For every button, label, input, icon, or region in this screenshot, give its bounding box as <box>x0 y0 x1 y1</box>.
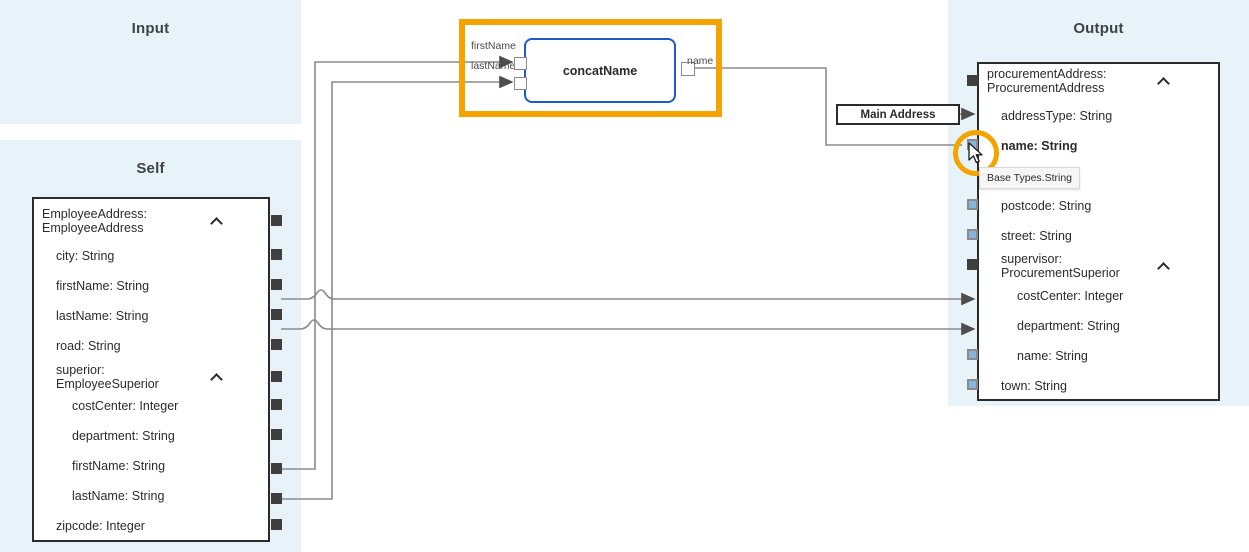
output-port-procurementaddress[interactable] <box>967 75 978 86</box>
output-row-procurementaddress[interactable]: procurementAddress: ProcurementAddress <box>977 67 1220 95</box>
tooltip-text: Base Types.String <box>987 172 1073 184</box>
output-row-label: department: String <box>1017 319 1120 333</box>
constant-node-main-address[interactable]: Main Address <box>836 104 960 125</box>
output-row-label: costCenter: Integer <box>1017 289 1124 303</box>
self-row-superior[interactable]: superior: EmployeeSuperior <box>32 363 270 391</box>
self-row-costcenter[interactable]: costCenter: Integer <box>32 399 270 427</box>
self-row-label: superior: EmployeeSuperior <box>56 363 159 391</box>
function-node-selection-highlight <box>459 19 722 117</box>
self-port-superior-firstname[interactable] <box>271 463 282 474</box>
self-port-city[interactable] <box>271 249 282 260</box>
output-port-town[interactable] <box>967 379 978 390</box>
self-row-superior-firstname[interactable]: firstName: String <box>32 459 270 487</box>
output-port-supervisor[interactable] <box>967 259 978 270</box>
output-port-street[interactable] <box>967 229 978 240</box>
self-structure-box[interactable] <box>32 197 270 542</box>
self-port-zipcode[interactable] <box>271 519 282 530</box>
output-port-supervisor-name[interactable] <box>967 349 978 360</box>
zone-output-title: Output <box>1073 20 1124 37</box>
self-port-superior-lastname[interactable] <box>271 493 282 504</box>
function-output-label-name: name <box>687 55 714 67</box>
self-port-employeeaddress[interactable] <box>271 215 282 226</box>
output-row-supervisor-name[interactable]: name: String <box>977 349 1220 377</box>
chevron-up-icon[interactable] <box>1157 259 1171 273</box>
zone-self-title: Self <box>136 160 165 177</box>
output-row-label: town: String <box>1001 379 1068 393</box>
output-row-label: procurementAddress: ProcurementAddress <box>987 67 1107 95</box>
self-port-superior[interactable] <box>271 371 282 382</box>
output-row-label: supervisor: ProcurementSuperior <box>1001 252 1120 280</box>
self-row-label: department: String <box>72 429 175 443</box>
function-input-label-lastname: lastName <box>471 60 516 72</box>
self-port-lastname[interactable] <box>271 309 282 320</box>
function-node-concatname[interactable]: concatName <box>524 38 676 103</box>
output-row-supervisor[interactable]: supervisor: ProcurementSuperior <box>977 252 1220 280</box>
constant-node-value: Main Address <box>860 109 936 121</box>
self-row-lastname[interactable]: lastName: String <box>32 309 270 337</box>
mouse-cursor-icon <box>968 142 983 164</box>
output-row-label: street: String <box>1001 229 1072 243</box>
zone-input-title: Input <box>131 20 170 37</box>
output-row-label: postcode: String <box>1001 199 1092 213</box>
output-row-label: name: String <box>1001 139 1078 153</box>
self-row-label: firstName: String <box>56 279 150 293</box>
self-row-road[interactable]: road: String <box>32 339 270 367</box>
self-port-costcenter[interactable] <box>271 399 282 410</box>
self-port-department[interactable] <box>271 429 282 440</box>
chevron-up-icon[interactable] <box>1157 74 1171 88</box>
output-structure-box[interactable] <box>977 62 1220 401</box>
chevron-up-icon[interactable] <box>210 370 224 384</box>
self-row-city[interactable]: city: String <box>32 249 270 277</box>
output-port-postcode[interactable] <box>967 199 978 210</box>
self-row-label: costCenter: Integer <box>72 399 179 413</box>
self-row-superior-lastname[interactable]: lastName: String <box>32 489 270 517</box>
output-row-addresstype[interactable]: addressType: String <box>977 109 1220 137</box>
function-node-label: concatName <box>562 64 638 78</box>
self-row-label: zipcode: Integer <box>56 519 145 533</box>
output-row-postcode[interactable]: postcode: String <box>977 199 1220 227</box>
output-row-costcenter[interactable]: costCenter: Integer <box>977 289 1220 317</box>
output-row-label: name: String <box>1017 349 1088 363</box>
zone-input: Input <box>0 0 301 124</box>
type-tooltip: Base Types.String <box>979 167 1081 189</box>
self-row-label: road: String <box>56 339 121 353</box>
function-input-port-firstname[interactable] <box>514 57 527 70</box>
function-input-label-firstname: firstName <box>471 40 516 52</box>
output-row-town[interactable]: town: String <box>977 379 1220 407</box>
self-row-zipcode[interactable]: zipcode: Integer <box>32 519 270 547</box>
self-row-label: EmployeeAddress: EmployeeAddress <box>42 207 147 235</box>
output-row-label: addressType: String <box>1001 109 1113 123</box>
output-row-name[interactable]: name: String <box>977 139 1220 167</box>
self-row-label: firstName: String <box>72 459 166 473</box>
self-row-label: city: String <box>56 249 115 263</box>
output-row-department[interactable]: department: String <box>977 319 1220 347</box>
port-hover-highlight-ring <box>953 130 999 176</box>
function-input-port-lastname[interactable] <box>514 77 527 90</box>
output-row-street[interactable]: street: String <box>977 229 1220 257</box>
self-port-road[interactable] <box>271 339 282 350</box>
self-row-employeeaddress[interactable]: EmployeeAddress: EmployeeAddress <box>32 207 270 235</box>
self-row-label: lastName: String <box>72 489 165 503</box>
self-row-label: lastName: String <box>56 309 149 323</box>
function-output-port-name[interactable] <box>681 62 695 76</box>
self-row-firstname[interactable]: firstName: String <box>32 279 270 307</box>
self-row-department[interactable]: department: String <box>32 429 270 457</box>
chevron-up-icon[interactable] <box>210 214 224 228</box>
self-port-firstname[interactable] <box>271 279 282 290</box>
